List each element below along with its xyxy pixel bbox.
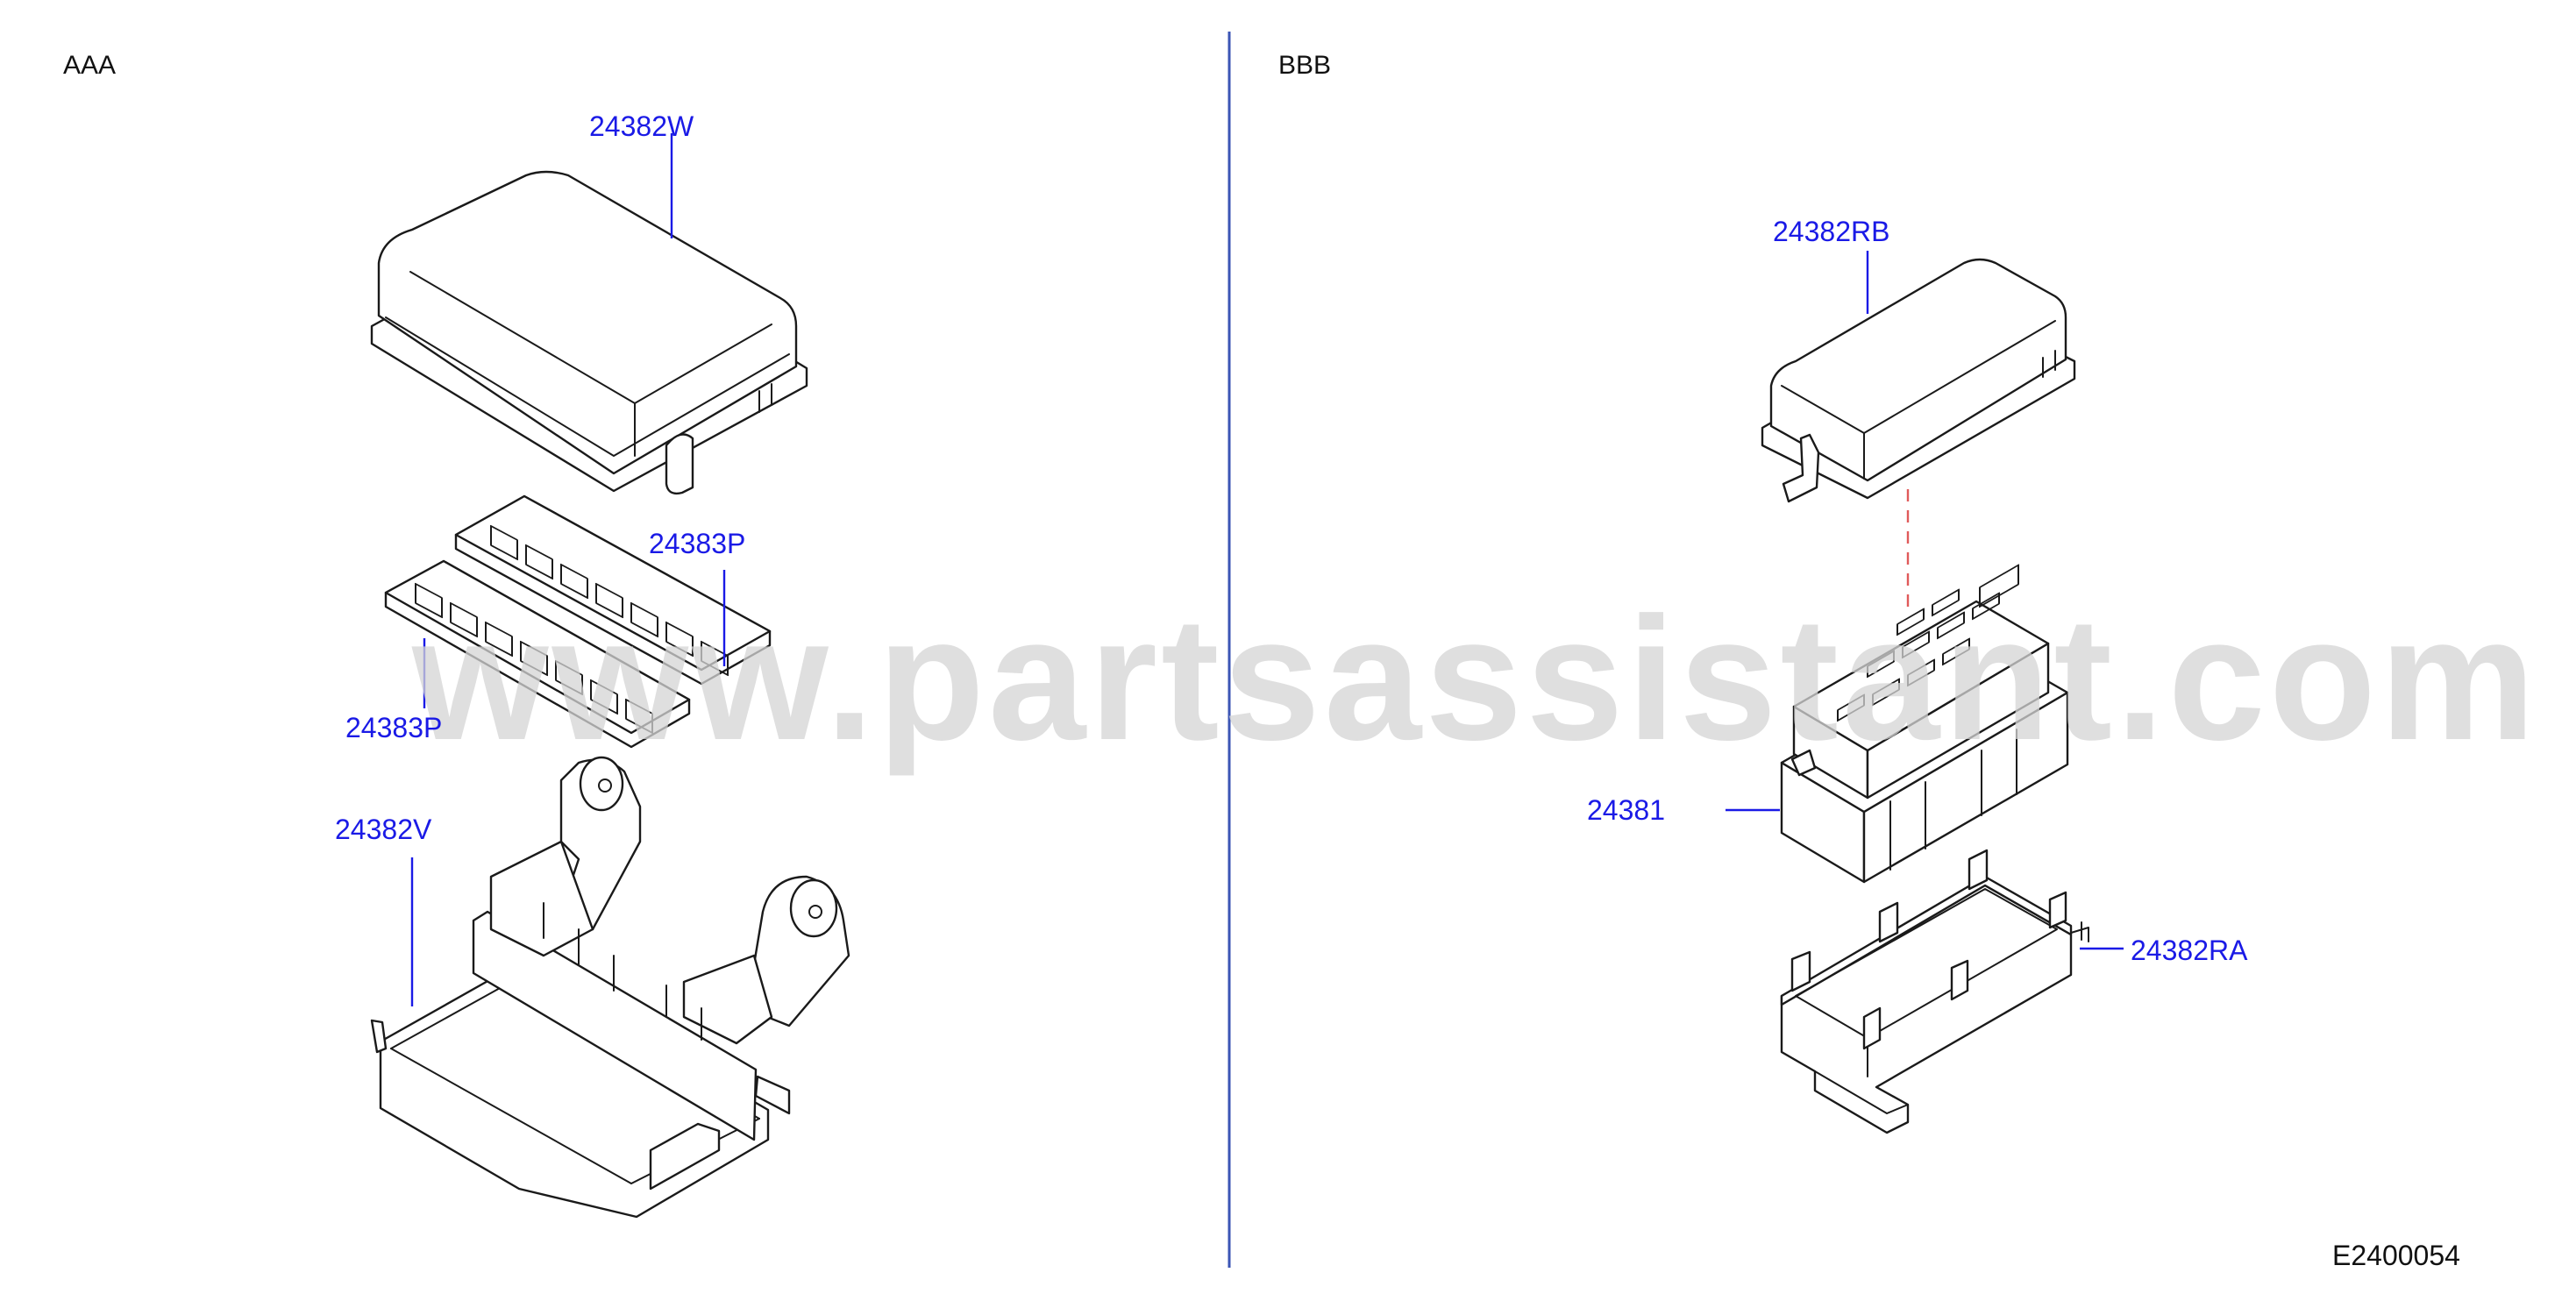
fuse-block-24381-drawing <box>1780 564 2069 884</box>
part-label-24383P-top[interactable]: 24383P <box>649 528 746 559</box>
part-label-24382RA[interactable]: 24382RA <box>2131 935 2248 966</box>
part-label-24382RB[interactable]: 24382RB <box>1773 216 1890 247</box>
bracket-24382V-drawing <box>370 756 850 1219</box>
section-label-right: BBB <box>1278 51 1332 80</box>
fuse-strip-bottom-drawing <box>384 559 691 749</box>
section-label-left: AAA <box>63 51 117 80</box>
diagram-code: E2400054 <box>2332 1240 2460 1271</box>
part-label-24382W[interactable]: 24382W <box>589 110 694 142</box>
part-label-24381[interactable]: 24381 <box>1587 794 1665 826</box>
part-label-24382V[interactable]: 24382V <box>335 814 432 845</box>
lower-case-24382RA-drawing <box>1780 849 2089 1134</box>
part-label-24383P-bottom[interactable]: 24383P <box>345 712 443 743</box>
fuse-strip-top-drawing <box>454 494 772 686</box>
cover-24382W-drawing <box>370 170 808 495</box>
cover-24382RB-drawing <box>1761 258 2076 503</box>
watermark: www.partsassistant.com <box>412 581 2539 777</box>
